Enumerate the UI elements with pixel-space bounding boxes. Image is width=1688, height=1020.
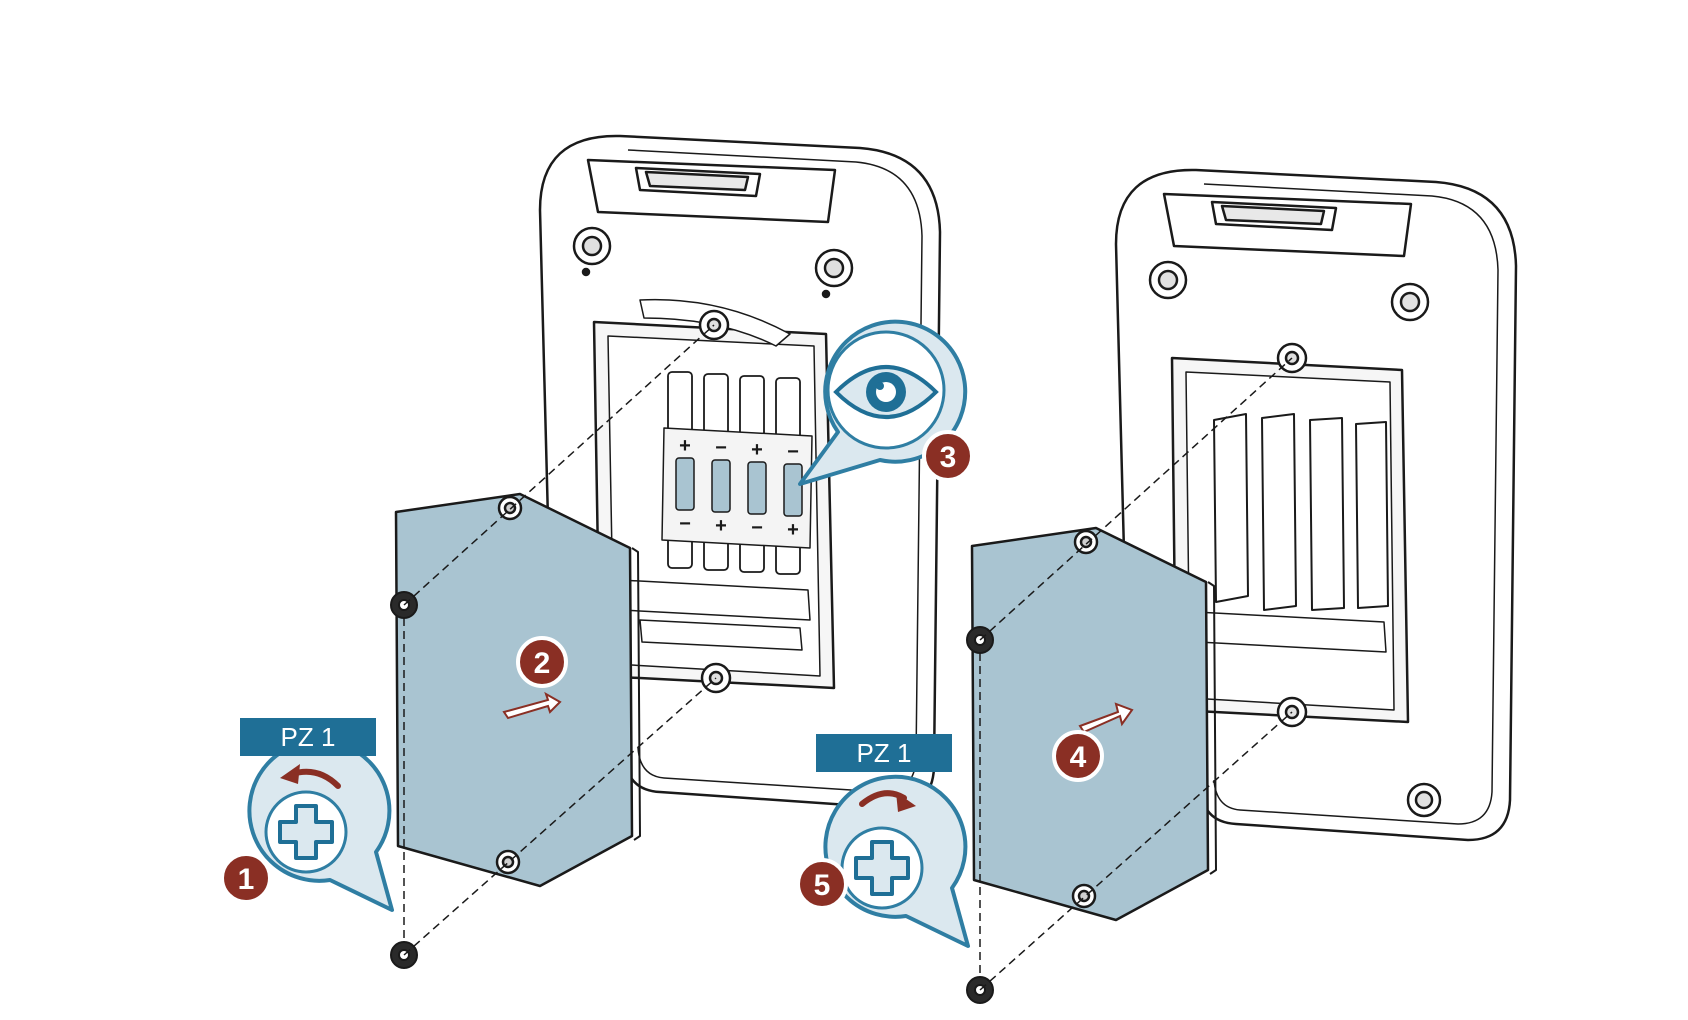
polarity-top-1: + — [679, 435, 691, 457]
right-alignment-lines — [979, 357, 1293, 991]
tool-label-left-text: PZ 1 — [281, 722, 336, 752]
left-battery-cover — [394, 492, 641, 888]
svg-text:2: 2 — [534, 647, 551, 680]
eye-icon — [833, 365, 939, 419]
polarity-bottom-1: − — [679, 513, 691, 535]
tighten-callout — [823, 774, 970, 948]
svg-text:4: 4 — [1070, 741, 1087, 774]
polarity-bottom-3: − — [751, 517, 763, 539]
step-badge-2: 2 — [516, 636, 568, 688]
remove-arrow-icon — [502, 691, 562, 720]
step-badge-4: 4 — [1052, 730, 1104, 782]
polarity-signs: + − + − − + − + — [679, 435, 799, 541]
left-alignment-lines — [403, 324, 717, 956]
svg-text:1: 1 — [238, 863, 255, 896]
tool-label-right: PZ 1 — [816, 734, 952, 772]
polarity-bottom-2: + — [715, 515, 727, 537]
tool-label-left: PZ 1 — [240, 718, 376, 756]
attach-arrow-icon — [1078, 702, 1134, 734]
tool-label-right-text: PZ 1 — [857, 738, 912, 768]
right-device-housing — [1114, 168, 1518, 842]
svg-text:5: 5 — [814, 869, 831, 902]
phillips-pozidriv-icon — [278, 804, 334, 860]
step-badge-3: 3 — [922, 430, 974, 482]
step-badge-1: 1 — [220, 852, 272, 904]
polarity-bottom-4: + — [787, 519, 799, 541]
step-badge-5: 5 — [796, 858, 848, 910]
svg-text:3: 3 — [940, 441, 957, 474]
loosen-callout — [247, 738, 394, 912]
polarity-top-2: − — [715, 437, 727, 459]
phillips-pozidriv-icon — [854, 840, 910, 896]
polarity-top-3: + — [751, 439, 763, 461]
inspect-callout — [798, 319, 968, 486]
left-device-housing — [538, 134, 942, 810]
polarity-top-4: − — [787, 441, 799, 463]
